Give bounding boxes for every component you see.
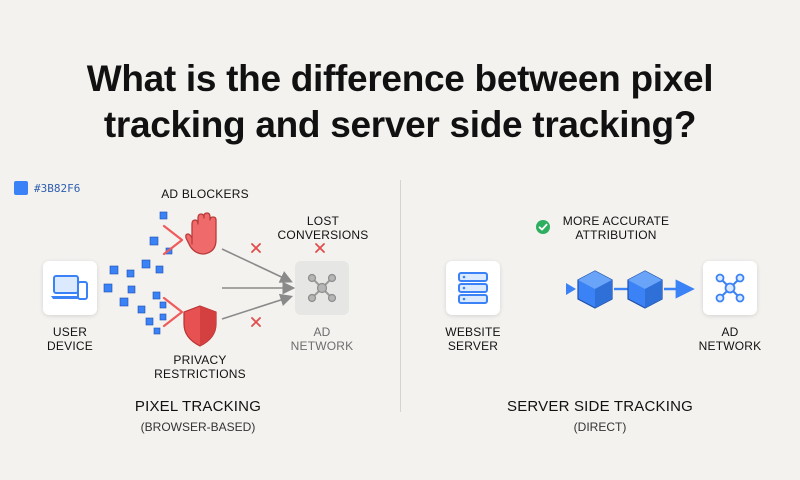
server-tracking-subtitle: (DIRECT) bbox=[573, 420, 627, 434]
ad-network-node-server bbox=[703, 261, 757, 315]
label-line: AD bbox=[313, 325, 331, 339]
label-line: MORE ACCURATE bbox=[562, 214, 670, 228]
check-glyph bbox=[538, 223, 548, 231]
swatch-chip bbox=[14, 181, 28, 195]
swatch-label: #3B82F6 bbox=[34, 181, 81, 195]
label-line: NETWORK bbox=[290, 339, 354, 353]
ad-blockers-label: AD BLOCKERS bbox=[161, 187, 249, 201]
laptop-phone-icon bbox=[51, 275, 88, 300]
label-line: WEBSITE bbox=[445, 325, 501, 339]
ad-network-label-pixel: AD NETWORK bbox=[285, 325, 359, 353]
pixel-squares bbox=[103, 211, 173, 335]
website-server-label: WEBSITE SERVER bbox=[436, 325, 510, 353]
title-line-2: tracking and server side tracking? bbox=[103, 104, 697, 145]
network-icon bbox=[715, 273, 745, 303]
cube-icon bbox=[627, 270, 663, 309]
label-line: NETWORK bbox=[698, 339, 762, 353]
user-device-label: USER DEVICE bbox=[33, 325, 107, 353]
pixel-tracking-subtitle: (BROWSER-BASED) bbox=[140, 420, 256, 434]
label-line: RESTRICTIONS bbox=[154, 367, 246, 381]
color-swatch: #3B82F6 bbox=[14, 181, 80, 195]
label-line: LOST bbox=[306, 214, 340, 228]
label-line: ATTRIBUTION bbox=[575, 228, 657, 242]
label-line: SERVER bbox=[447, 339, 499, 353]
website-server-node bbox=[446, 261, 500, 315]
label-line: DEVICE bbox=[47, 339, 93, 353]
arrow-to-network-bottom bbox=[221, 293, 294, 320]
label-line: CONVERSIONS bbox=[277, 228, 369, 242]
cube-icon bbox=[577, 270, 613, 309]
check-circle-icon bbox=[536, 220, 550, 234]
page-title: What is the difference between pixel tra… bbox=[0, 56, 800, 148]
server-tracking-title: SERVER SIDE TRACKING bbox=[507, 398, 693, 415]
network-icon bbox=[307, 273, 337, 303]
ad-network-label-server: AD NETWORK bbox=[693, 325, 767, 353]
label-line: AD bbox=[721, 325, 739, 339]
lost-conversions-label: LOST CONVERSIONS bbox=[271, 214, 375, 242]
shield-icon bbox=[183, 305, 217, 347]
block-chevron-top bbox=[162, 224, 184, 256]
arrow-to-network-top bbox=[221, 248, 293, 283]
section-divider bbox=[400, 180, 401, 412]
server-icon bbox=[458, 272, 488, 304]
pixel-tracking-title: PIXEL TRACKING bbox=[134, 398, 262, 415]
more-accurate-attribution-label: MORE ACCURATE ATTRIBUTION bbox=[554, 214, 678, 242]
user-device-node bbox=[43, 261, 97, 315]
ad-network-node-pixel bbox=[295, 261, 349, 315]
x-mark-icon bbox=[251, 243, 325, 327]
privacy-restrictions-label: PRIVACY RESTRICTIONS bbox=[140, 353, 260, 381]
title-line-1: What is the difference between pixel bbox=[86, 58, 714, 99]
server-flow-head bbox=[566, 283, 576, 295]
hand-stop-icon bbox=[185, 212, 217, 255]
label-line: PRIVACY bbox=[173, 353, 227, 367]
block-chevron-bottom bbox=[162, 296, 184, 328]
label-line: USER bbox=[52, 325, 88, 339]
